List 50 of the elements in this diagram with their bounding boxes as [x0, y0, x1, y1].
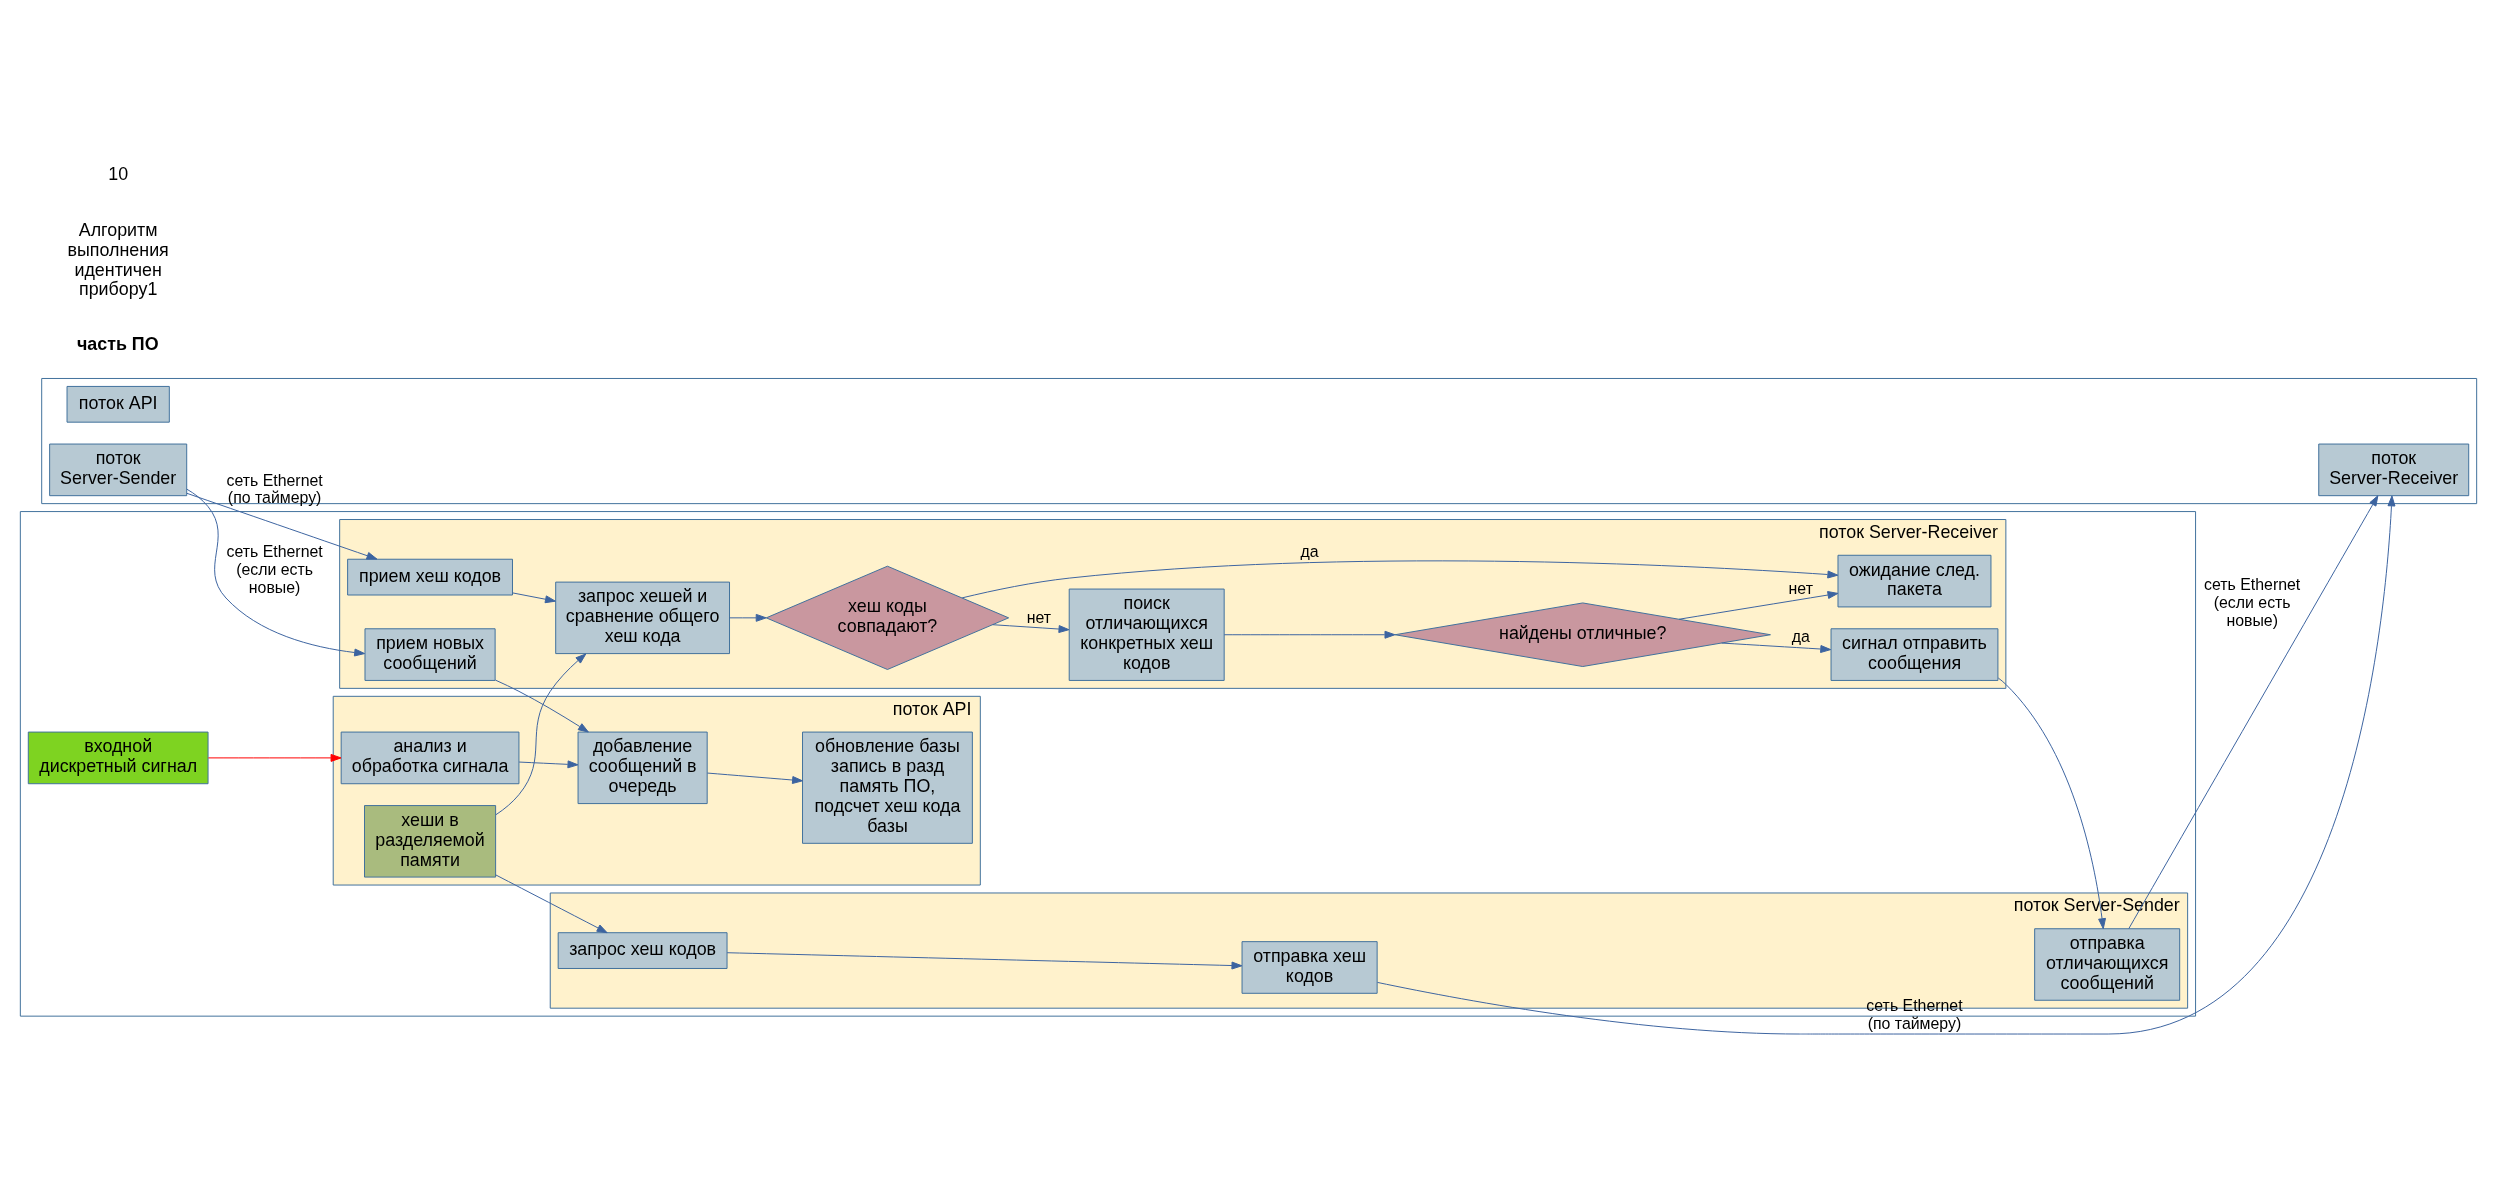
arrow [2128, 495, 2379, 929]
arrow [495, 874, 608, 934]
arrow [726, 952, 1243, 970]
node-diamond: хеш коды совпадают? [765, 565, 1010, 670]
edge-label: сеть Ethernet (по таймеру) [226, 471, 323, 507]
node-box: поток API [66, 385, 170, 423]
node-box: запрос хешей и сравнение общего хеш кода [555, 581, 730, 655]
node-box: поток Server-Sender [49, 443, 188, 497]
node-box: сигнал отправить сообщения [1830, 628, 1999, 681]
edge-label: да [1791, 628, 1810, 646]
arrow [512, 592, 556, 604]
node-box: поиск отличающихся конкретных хеш кодов [1068, 588, 1225, 681]
edge-label: сеть Ethernet (по таймеру) [1866, 996, 1963, 1032]
arrow [495, 653, 587, 816]
node-box: входной дискретный сигнал [27, 731, 209, 785]
arrow [729, 613, 767, 622]
node-box: хеши в разделяемой памяти [364, 805, 497, 878]
label: 10 [108, 164, 129, 185]
node-box: прием хеш кодов [347, 558, 513, 596]
node-box: запрос хеш кодов [557, 932, 728, 969]
edge-label: нет [1788, 579, 1813, 597]
node-box: прием новых сообщений [364, 628, 496, 681]
node-box: отправка хеш кодов [1241, 941, 1378, 994]
node-box: ожидание след. пакета [1837, 554, 1992, 608]
arrow [186, 488, 366, 657]
arrow [706, 772, 803, 784]
node-box: анализ и обработка сигнала [340, 731, 520, 785]
arrow [1997, 677, 2106, 930]
arrow [992, 624, 1070, 633]
arrow [207, 753, 342, 762]
node-box: поток Server-Receiver [2318, 443, 2470, 497]
arrow [1678, 591, 1839, 620]
node-box: обновление базы запись в разд память ПО, подсчет хеш кода базы [802, 731, 973, 844]
node-diamond: найдены отличные? [1394, 602, 1771, 667]
node-box: отправка отличающихся сообщений [2034, 928, 2181, 1001]
edge-label: сеть Ethernet (если есть новые) [226, 543, 323, 596]
edge-label: нет [1026, 608, 1052, 626]
node-box: добавление сообщений в очередь [577, 731, 708, 805]
arrow [494, 679, 589, 733]
edge-label: сеть Ethernet (если есть новые) [2204, 575, 2301, 629]
arrow [1376, 495, 2396, 1035]
label: Алгоритм выполнения идентичен прибору1 [67, 219, 169, 300]
edge-label: да [1300, 543, 1319, 561]
arrow [1223, 630, 1396, 639]
arrow [1721, 642, 1832, 653]
label: часть ПО [76, 334, 159, 355]
arrow [518, 760, 579, 769]
arrow [186, 492, 378, 560]
arrow [961, 560, 1839, 599]
cluster [19, 511, 2197, 1017]
